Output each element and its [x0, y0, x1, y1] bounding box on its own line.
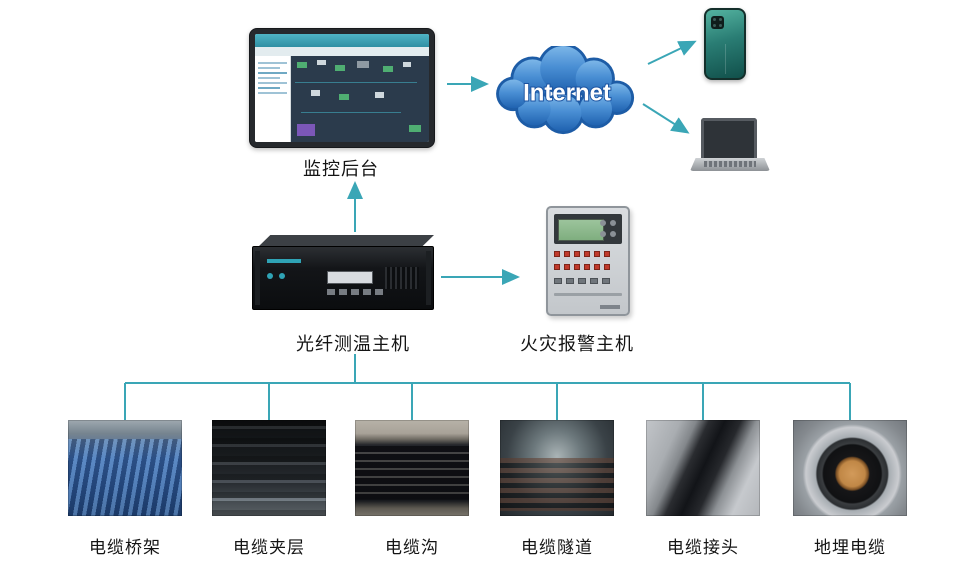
server-top-face: [258, 235, 434, 247]
alarm-led: [554, 264, 560, 270]
rack-ear: [426, 251, 431, 305]
alarm-button: [610, 220, 616, 226]
alarm-led: [604, 251, 610, 257]
alarm-key-row: [554, 278, 622, 284]
phone-edge-highlight: [725, 44, 726, 74]
alarm-key: [554, 278, 562, 284]
scada-body: [255, 56, 429, 142]
schematic-block: [375, 92, 384, 98]
phone-camera: [711, 16, 724, 29]
alarm-slot: [554, 293, 622, 296]
camera-lens: [719, 24, 722, 27]
monitor-label: 监控后台: [303, 159, 379, 179]
server-display: [327, 271, 373, 284]
schematic-block: [335, 65, 345, 71]
laptop-base: [690, 158, 770, 171]
alarm-led: [584, 264, 590, 270]
alarm-brand: [600, 305, 620, 309]
laptop-keyboard: [704, 161, 756, 167]
fire-alarm-panel: [546, 206, 630, 316]
site-photo-cable-tray: [68, 420, 182, 516]
tree-item: [258, 87, 280, 89]
site-label-cable-mezzanine: 电缆夹层: [233, 538, 305, 557]
alarm-button: [610, 231, 616, 237]
monitoring-screen: [249, 28, 435, 148]
server-led: [279, 273, 285, 279]
alarm-led: [594, 251, 600, 257]
scada-titlebar: [255, 34, 429, 47]
alarm-led: [594, 264, 600, 270]
schematic-wire: [295, 82, 417, 83]
fiber-dts-server: [252, 235, 434, 310]
tree-item: [258, 72, 287, 74]
server-front-panel: [252, 246, 434, 310]
alarm-key: [566, 278, 574, 284]
schematic-wire: [301, 112, 401, 113]
tree-item: [258, 62, 287, 64]
internet-cloud: Internet: [491, 43, 643, 138]
site-label-buried-cable: 地埋电缆: [814, 538, 886, 557]
alarm-led: [604, 264, 610, 270]
schematic-block: [297, 62, 307, 68]
site-photo-cable-joint: [646, 420, 760, 516]
alarm-display-area: [554, 214, 622, 244]
schematic-block: [403, 62, 411, 67]
alarm-led: [584, 251, 590, 257]
laptop-screen: [701, 118, 757, 158]
tree-item: [258, 92, 287, 94]
alarm-led: [554, 251, 560, 257]
bus-lines-to-sites: [124, 354, 851, 420]
schematic-block: [339, 94, 349, 100]
site-label-cable-tunnel: 电缆隧道: [521, 538, 593, 557]
camera-lens: [719, 18, 722, 21]
server-vents: [385, 267, 419, 289]
schematic-block: [383, 66, 393, 72]
schematic-block: [311, 90, 320, 96]
scada-tree-panel: [255, 56, 291, 142]
alarm-led-row: [554, 251, 622, 257]
site-photo-cable-mezzanine: [212, 420, 326, 516]
schematic-block: [357, 61, 369, 68]
cloud-icon: Internet: [496, 43, 635, 135]
alarm-lcd: [558, 219, 604, 241]
server-logo: [267, 259, 301, 263]
site-photo-cable-tunnel: [500, 420, 614, 516]
site-label-cable-tray: 电缆桥架: [89, 538, 161, 557]
tree-item: [258, 67, 280, 69]
laptop-icon: [690, 118, 770, 176]
camera-lens: [713, 24, 716, 27]
alarm-led-row: [554, 264, 622, 270]
schematic-block: [297, 124, 315, 136]
camera-lens: [713, 18, 716, 21]
alarm-key: [602, 278, 610, 284]
alarm-led: [564, 264, 570, 270]
scada-schematic: [291, 56, 429, 142]
alarm-led: [574, 251, 580, 257]
server-led: [267, 273, 273, 279]
site-photo-buried-cable: [793, 420, 907, 516]
site-label-cable-trench: 电缆沟: [385, 538, 439, 557]
arrow-internet-to-phone: [647, 40, 697, 65]
schematic-block: [409, 125, 421, 132]
alarm-key: [578, 278, 586, 284]
site-label-cable-joint: 电缆接头: [667, 538, 739, 557]
smartphone-icon: [704, 8, 746, 80]
site-photo-cable-trench: [355, 420, 469, 516]
alarm-led: [574, 264, 580, 270]
rack-ear: [255, 251, 260, 305]
arrow-internet-to-laptop: [642, 103, 690, 134]
alarm-button: [600, 220, 606, 226]
alarm-label: 火灾报警主机: [520, 334, 634, 354]
schematic-block: [317, 60, 326, 65]
tree-item: [258, 82, 287, 84]
alarm-led: [564, 251, 570, 257]
alarm-button: [600, 231, 606, 237]
scada-screenshot: [255, 34, 429, 142]
server-label: 光纤测温主机: [296, 334, 410, 354]
internet-label: Internet: [523, 80, 611, 107]
alarm-key: [590, 278, 598, 284]
tree-item: [258, 77, 280, 79]
server-text: [327, 289, 387, 295]
